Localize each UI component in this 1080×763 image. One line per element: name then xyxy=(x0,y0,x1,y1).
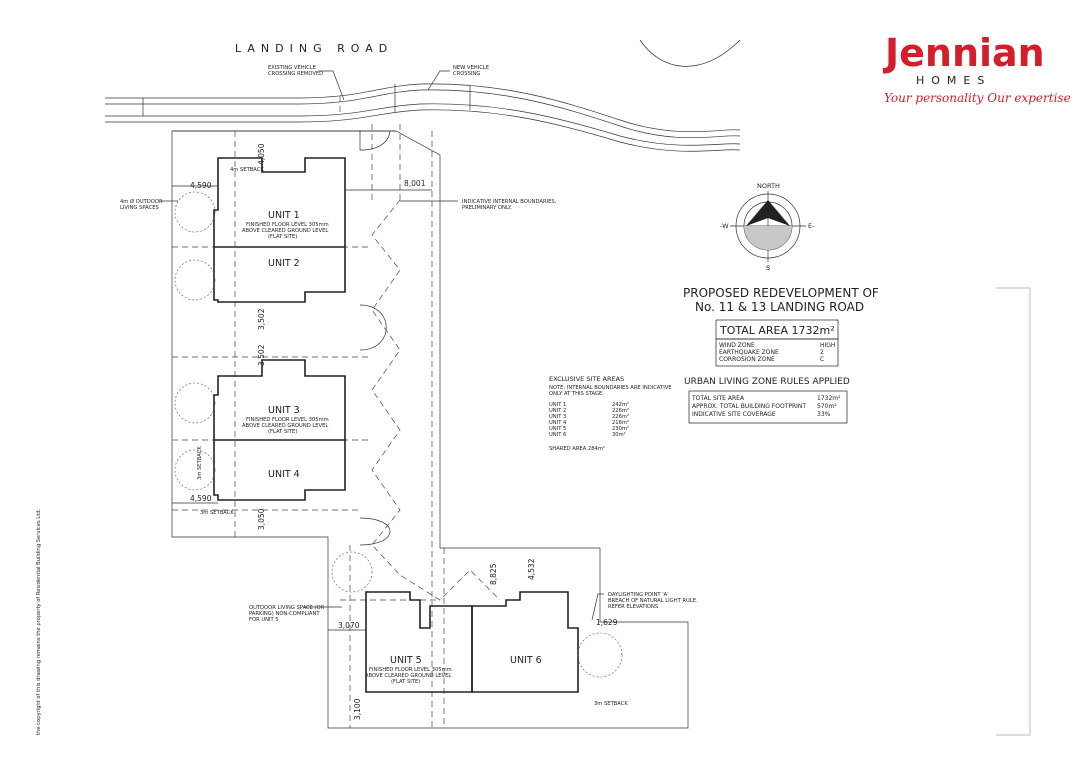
unit-5-label: UNIT 5 xyxy=(390,655,422,666)
compass-west: -W xyxy=(720,222,729,230)
new-crossing-leader xyxy=(427,70,450,91)
brand-sub: HOMES xyxy=(916,74,991,87)
exclusive-row-name: UNIT 1 xyxy=(549,402,566,408)
unit-1-ffl-2: ABOVE CLEARED GROUND LEVEL xyxy=(242,228,328,234)
dim-4590-bottom: 4,590 xyxy=(190,494,212,503)
urban-rule-value: 33% xyxy=(817,411,831,418)
unit-2-label: UNIT 2 xyxy=(268,258,300,269)
dim-3070: 3,070 xyxy=(338,621,360,630)
compass-south: S xyxy=(766,264,770,272)
existing-crossing-note: EXISTING VEHICLE xyxy=(268,65,316,71)
project-title-1: PROPOSED REDEVELOPMENT OF xyxy=(683,286,879,300)
daylight-note-3: REFER ELEVATIONS xyxy=(608,604,658,610)
unit-3-ffl-1: FINISHED FLOOR LEVEL 305mm xyxy=(246,417,329,423)
dim-3502-a: 3,502 xyxy=(257,308,266,330)
setback-3m-b: 3m SETBACK xyxy=(594,701,628,707)
units-3-4-building xyxy=(213,359,346,501)
outdoor5-note-2: PARKING) NON-COMPLIANT xyxy=(249,611,320,617)
exclusive-note-1: NOTE: INTERNAL BOUNDARIES ARE INDICATIVE xyxy=(549,385,672,391)
unit-5-ffl-3: (FLAT SITE) xyxy=(391,679,420,685)
unit-6-label: UNIT 6 xyxy=(510,655,542,666)
dim-8825: 8,825 xyxy=(489,563,498,585)
compass-north: NORTH xyxy=(757,182,780,190)
daylight-note-1: DAYLIGHTING POINT 'A' xyxy=(608,592,669,598)
zone-name: EARTHQUAKE ZONE xyxy=(719,349,779,356)
driveway xyxy=(371,124,501,728)
exclusive-heading: EXCLUSIVE SITE AREAS xyxy=(549,375,624,383)
exclusive-row-value: 226m² xyxy=(612,408,629,414)
exclusive-row-value: 230m² xyxy=(612,426,629,432)
dim-8001: 8,001 xyxy=(404,179,426,188)
existing-crossing-leader xyxy=(318,70,345,101)
urban-rule-name: TOTAL SITE AREA xyxy=(691,395,745,402)
setback-3m-side: 3m SETBACK xyxy=(197,446,203,480)
dim-3502-b: 3,502 xyxy=(257,344,266,366)
unit-5-building xyxy=(365,591,473,693)
urban-rule-value: 1732m² xyxy=(817,395,841,402)
outdoor-note-1: 4m Ø OUTDOOR xyxy=(120,198,163,205)
site-boundary xyxy=(171,130,689,729)
units-1-2-building xyxy=(213,157,346,303)
zone-value: HIGH xyxy=(820,342,835,349)
setback-4m: 4m SETBACK xyxy=(230,167,264,173)
zone-name: CORROSION ZONE xyxy=(719,356,775,363)
compass-east: E- xyxy=(808,222,815,230)
unit-3-ffl-3: (FLAT SITE) xyxy=(268,429,297,435)
dim-1629: 1,629 xyxy=(596,618,618,627)
zone-value: C xyxy=(820,356,824,363)
urban-rules-heading: URBAN LIVING ZONE RULES APPLIED xyxy=(684,377,850,387)
new-crossing-note: NEW VEHICLE xyxy=(453,65,489,71)
exclusive-row-name: UNIT 2 xyxy=(549,408,566,414)
outdoor-note-2: LIVING SPACES xyxy=(120,205,159,211)
exclusive-note-2: ONLY AT THIS STAGE. xyxy=(549,391,604,397)
unit-5-ffl-1: FINISHED FLOOR LEVEL 305mm xyxy=(369,667,452,673)
unit-6-building xyxy=(471,591,579,693)
shared-area: SHARED AREA 284m² xyxy=(549,446,605,452)
unit-1-ffl-3: (FLAT SITE) xyxy=(268,234,297,240)
unit-4-label: UNIT 4 xyxy=(268,469,300,480)
dim-4050: 4,050 xyxy=(257,143,266,165)
unit-1-ffl-1: FINISHED FLOOR LEVEL 305mm xyxy=(246,222,329,228)
unit-3-label: UNIT 3 xyxy=(268,405,300,416)
project-title-2: No. 11 & 13 LANDING ROAD xyxy=(695,300,864,314)
outdoor5-note-3: FOR UNIT 5 xyxy=(249,617,279,623)
exclusive-row-name: UNIT 3 xyxy=(549,414,566,420)
exclusive-row-name: UNIT 5 xyxy=(549,426,566,432)
brand-logo: Jennian xyxy=(882,31,1045,75)
exclusive-row-value: 226m² xyxy=(612,414,629,420)
dim-3100: 3,100 xyxy=(353,698,362,720)
urban-rule-name: APPROX. TOTAL BUILDING FOOTPRINT xyxy=(692,403,806,410)
road-name: LANDING ROAD xyxy=(235,42,393,55)
exclusive-areas: EXCLUSIVE SITE AREAS NOTE: INTERNAL BOUN… xyxy=(549,375,672,452)
indicative-note-1: INDICATIVE INTERNAL BOUNDARIES, xyxy=(462,199,557,205)
exclusive-row-value: 216m² xyxy=(612,420,629,426)
unit-5-ffl-2: ABOVE CLEARED GROUND LEVEL xyxy=(365,673,451,679)
unit-1-label: UNIT 1 xyxy=(268,210,300,221)
copyright-note: the copyright of this drawing remains th… xyxy=(36,508,42,735)
existing-crossing-note-2: CROSSING REMOVED xyxy=(268,71,323,77)
exclusive-row-name: UNIT 6 xyxy=(549,432,566,438)
zone-value: 2 xyxy=(820,349,824,356)
setback-3m-a: 3m SETBACK xyxy=(200,510,234,516)
dim-3050: 3,050 xyxy=(257,508,266,530)
dim-4590-top: 4,590 xyxy=(190,181,212,190)
new-crossing-note-2: CROSSING xyxy=(453,71,480,77)
exclusive-row-value: 242m² xyxy=(612,402,629,408)
compass: NORTH -W E- S xyxy=(720,182,815,272)
unit-3-ffl-2: ABOVE CLEARED GROUND LEVEL xyxy=(242,423,328,429)
dim-4532: 4,532 xyxy=(527,558,536,580)
indicative-note-2: PRELIMINARY ONLY. xyxy=(462,205,512,211)
exclusive-row-value: 30m² xyxy=(612,432,626,438)
brand-tagline: Your personality Our expertise xyxy=(884,91,1071,105)
urban-rule-name: INDICATIVE SITE COVERAGE xyxy=(692,411,776,418)
total-area: TOTAL AREA 1732m² xyxy=(719,324,835,337)
urban-rule-value: 570m² xyxy=(817,403,837,410)
daylight-note-2: BREACH OF NATURAL LIGHT RULE. xyxy=(608,598,698,604)
road-edges xyxy=(105,39,741,152)
outdoor5-note-1: OUTDOOR LIVING SPACE (OR xyxy=(249,605,325,611)
outdoor-living-circles xyxy=(174,191,623,678)
exclusive-row-name: UNIT 4 xyxy=(549,420,567,426)
zone-name: WIND ZONE xyxy=(719,342,755,349)
